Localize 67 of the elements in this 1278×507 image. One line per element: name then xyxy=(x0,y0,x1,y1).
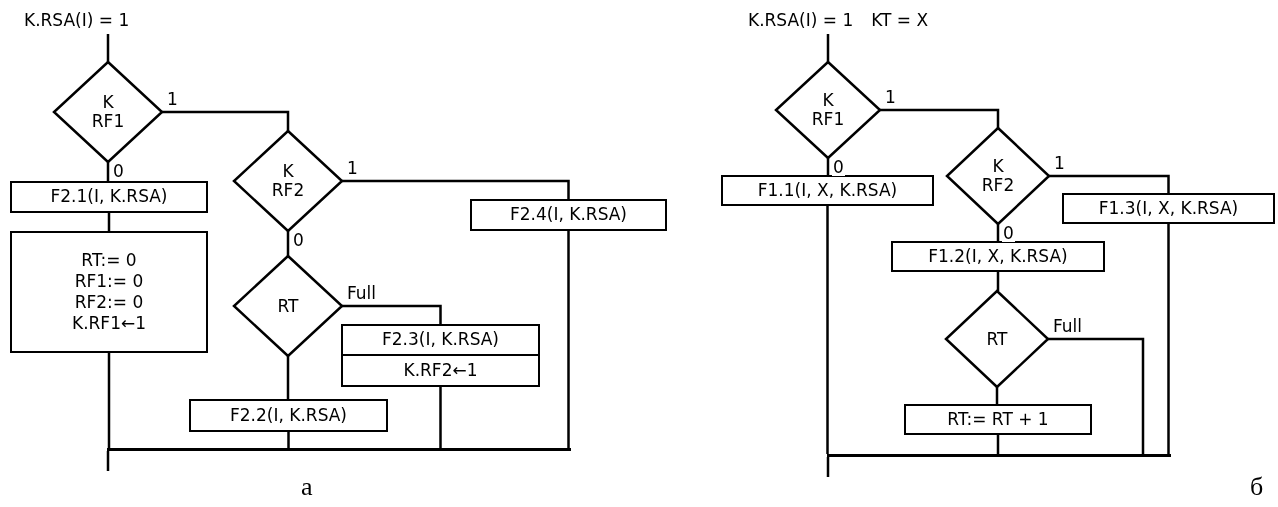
start-condition: KT = X xyxy=(871,10,929,32)
connector-line xyxy=(567,231,570,448)
branch-label: 1 xyxy=(346,160,359,177)
operation-text: K.RF2←1 xyxy=(403,359,478,382)
connector-line xyxy=(880,108,1000,128)
connector-line xyxy=(1167,224,1170,454)
condition-text: K RF1 xyxy=(91,93,125,131)
panel-label: б xyxy=(1250,474,1264,500)
start-condition: K.RSA(I) = 1 xyxy=(24,10,130,32)
branch-label: 1 xyxy=(1053,155,1066,172)
process-box xyxy=(904,404,1092,435)
connector-line xyxy=(1048,337,1145,454)
connector-line xyxy=(107,353,111,448)
operation-text: F1.2(I, X, K.RSA) xyxy=(928,245,1068,268)
condition-text: K RF2 xyxy=(981,157,1015,195)
connector-line xyxy=(439,387,442,448)
connector-line xyxy=(286,356,290,399)
operation-text: K.RF1←1 xyxy=(72,313,146,335)
start-condition: K.RSA(I) = 1 xyxy=(748,10,854,32)
connector-line xyxy=(342,179,570,199)
branch-label: Full xyxy=(346,285,378,302)
connector-line xyxy=(106,451,110,471)
connector-line xyxy=(996,435,1000,454)
connector-line xyxy=(106,34,110,62)
process-box xyxy=(721,175,934,206)
condition-text: K RF1 xyxy=(811,91,845,129)
connector-line xyxy=(826,206,829,454)
branch-label: 0 xyxy=(832,159,845,176)
branch-label: 0 xyxy=(1002,225,1015,242)
process-box xyxy=(189,399,388,432)
process-box xyxy=(341,324,540,356)
operation-text: F2.3(I, K.RSA) xyxy=(382,329,499,351)
operation-text: RF1:= 0 xyxy=(74,270,144,292)
operation-text: RF2:= 0 xyxy=(74,292,144,314)
connector-line xyxy=(342,304,442,324)
connector-line xyxy=(106,162,110,181)
operation-text: RT:= 0 xyxy=(81,249,137,271)
condition-text: RT xyxy=(277,296,299,316)
operation-text: F1.1(I, X, K.RSA) xyxy=(757,179,898,202)
operation-text: RT:= RT + 1 xyxy=(947,408,1049,431)
panel-label: а xyxy=(301,474,313,500)
connector-line xyxy=(1049,174,1170,193)
process-box xyxy=(891,241,1105,272)
process-box xyxy=(10,181,208,213)
process-box xyxy=(470,199,667,231)
process-box xyxy=(341,354,540,387)
connector-line xyxy=(162,110,290,131)
branch-label: 1 xyxy=(166,91,179,108)
connector-line xyxy=(826,457,830,477)
branch-label: 0 xyxy=(292,232,305,249)
merge-line xyxy=(107,448,571,451)
operation-text: F2.4(I, K.RSA) xyxy=(510,204,627,226)
operation-text: F2.1(I, K.RSA) xyxy=(50,186,168,208)
operation-text: F1.3(I, X, K.RSA) xyxy=(1098,197,1239,220)
connector-line xyxy=(996,272,1000,291)
condition-text: RT xyxy=(986,329,1008,349)
branch-label: 1 xyxy=(884,89,897,106)
merge-line xyxy=(827,454,1171,457)
connector-line xyxy=(826,34,830,62)
branch-label: Full xyxy=(1052,318,1084,335)
process-box xyxy=(10,231,208,353)
branch-label: 0 xyxy=(112,163,125,180)
connector-line xyxy=(287,432,290,448)
operation-text: F2.2(I, K.RSA) xyxy=(230,404,347,427)
connector-line xyxy=(286,231,290,256)
condition-text: K RF2 xyxy=(271,162,305,200)
process-box xyxy=(1062,193,1275,224)
